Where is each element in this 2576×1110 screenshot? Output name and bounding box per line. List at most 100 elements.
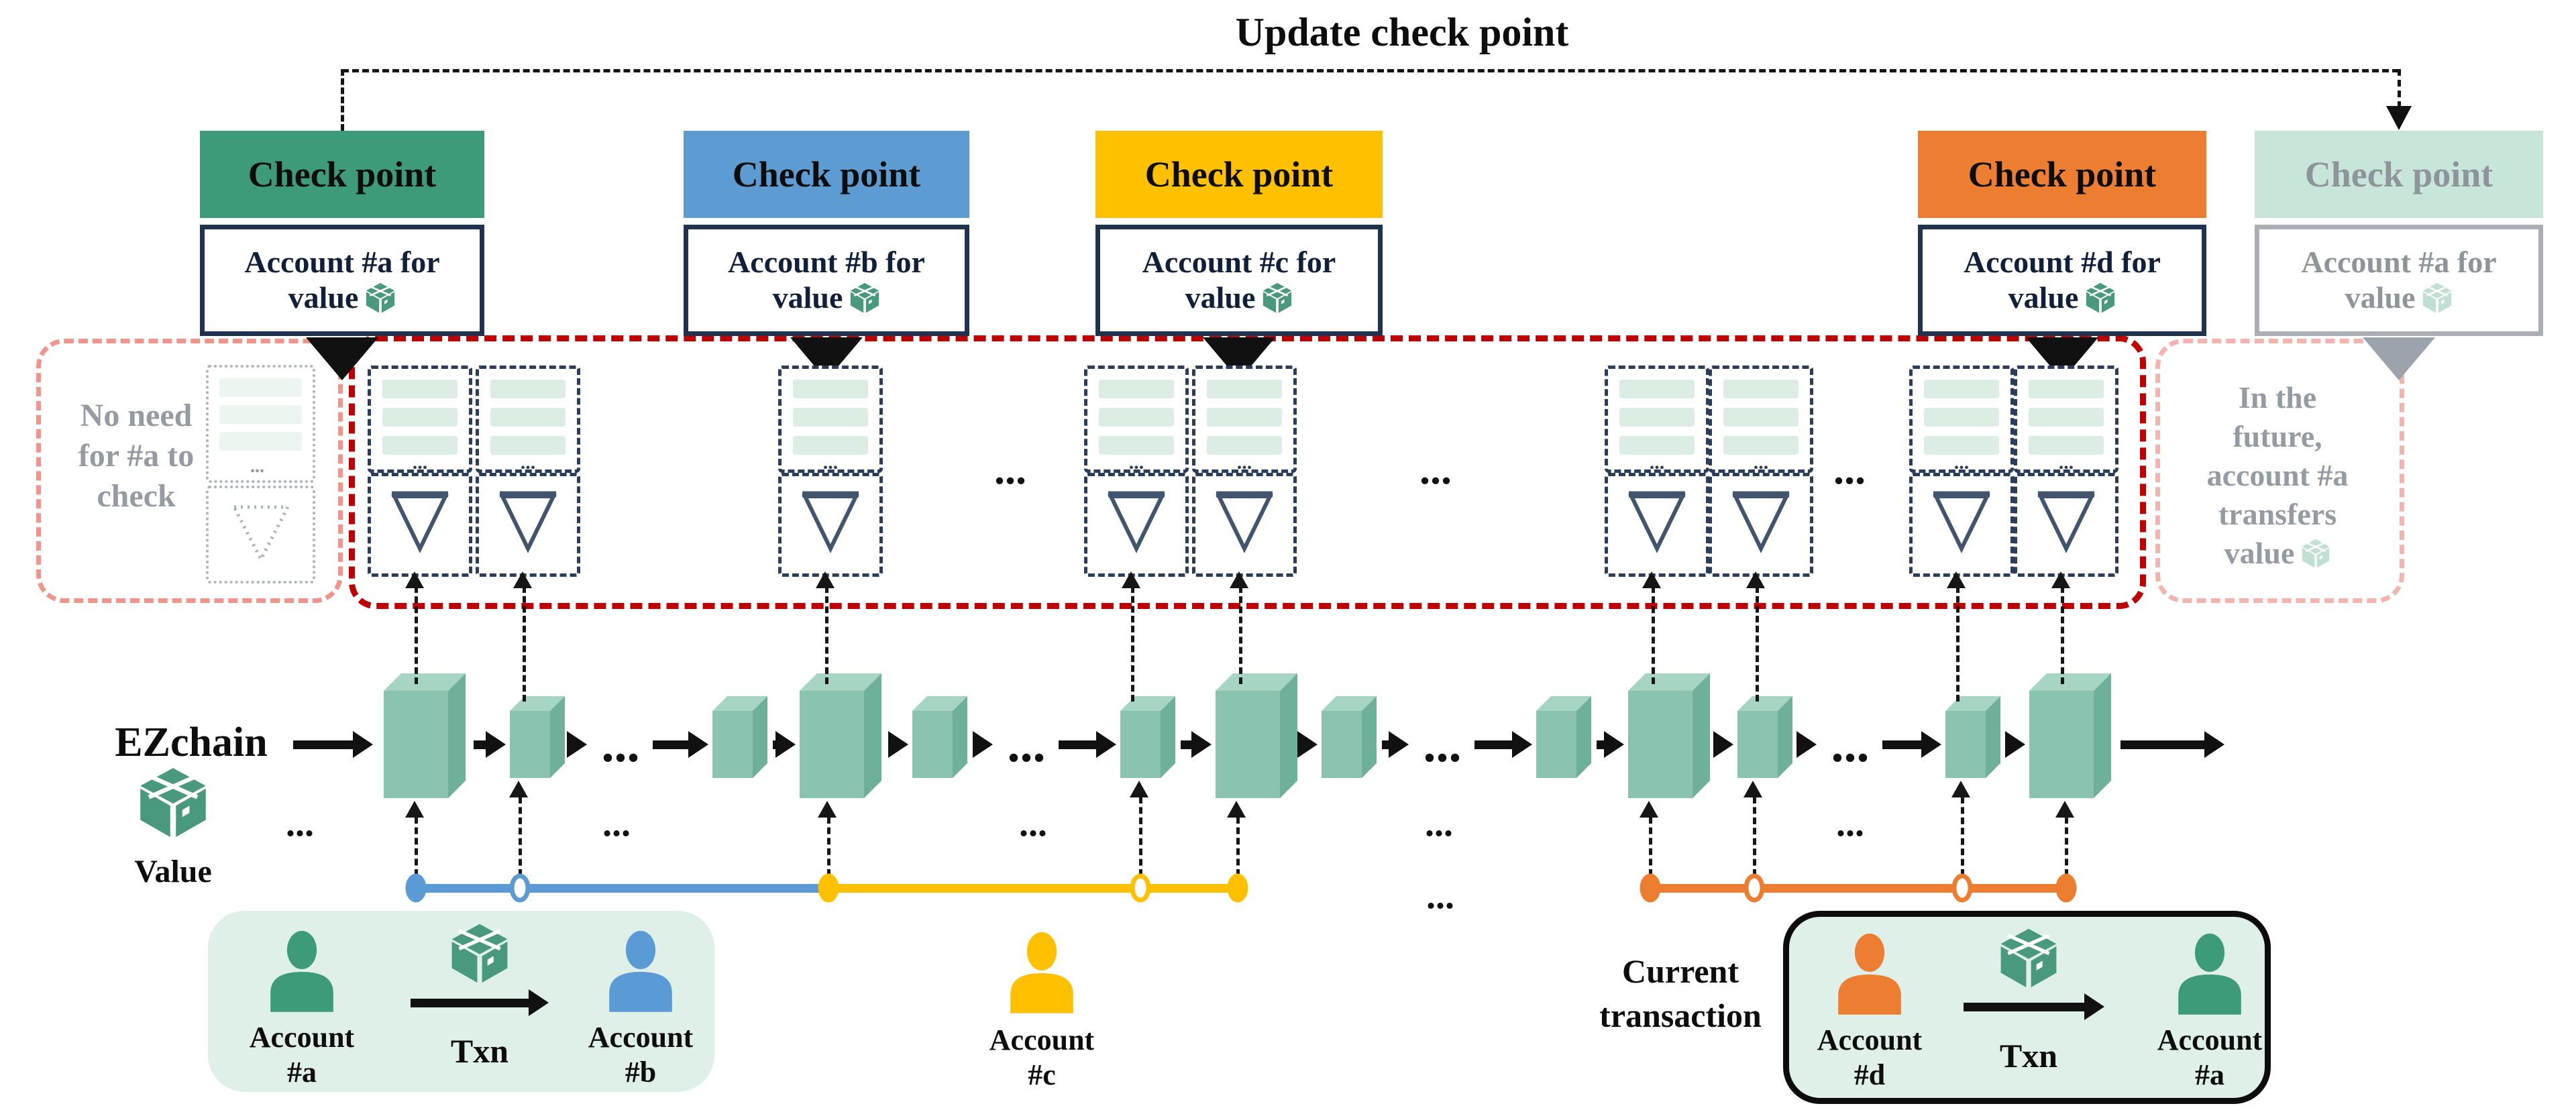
checkpoint-header: Check point [1918,131,2206,218]
faded-merkle-triangle-icon [231,505,291,563]
proof-record-bar [793,380,868,398]
account-line-1: Account #a for [244,245,440,280]
update-checkpoint-arrowhead-icon [2386,106,2412,130]
account-b-label: Account #b [567,1020,714,1090]
merkle-triangle-icon [391,491,449,553]
proof-triangle-box-5 [1192,473,1297,577]
account-label-line: #a [2195,1058,2224,1091]
chain-arrow [1059,740,1096,749]
chain-arrow-head-icon [1297,731,1318,758]
value-cube-icon [2422,282,2453,313]
timeline-dot-filled [818,873,839,903]
proof-record-box-3: ... [778,366,883,473]
note-line-text: value [2224,536,2295,570]
proof-triangle-box-2 [476,473,580,577]
chain-end-arrow-head-icon [2204,731,2224,758]
chain-arrow-head-icon [1512,731,1532,758]
account-line-2: value [2345,280,2453,316]
txn-label: Txn [450,1032,509,1070]
proof-triangle-box-7 [1709,473,1813,577]
checkpoint-header: Check point [200,131,484,218]
txn-arrowhead-icon [529,989,549,1016]
merkle-triangle-icon [2037,491,2095,553]
block-link-arrow [1236,817,1240,876]
proof-record-bar [1099,380,1174,398]
proof-record-bar [382,436,458,455]
block-link-arrowhead-icon [509,781,528,797]
proof-record-box-9: ... [2014,366,2118,473]
chain-block-large-5 [800,673,881,798]
checkpoint-title: Check point [732,154,921,195]
proof-record-bar [1619,436,1695,455]
chain-arrow-head-icon [888,731,908,758]
value-cube-icon [449,920,510,986]
account-label-line: #c [1028,1058,1056,1091]
chain-block-small-16 [1945,696,2000,778]
account-label-line: Account [588,1021,694,1054]
chain-block-large-9 [1216,673,1297,798]
merkle-triangle-icon [1216,491,1273,553]
proof-link-arrowhead-icon [513,571,532,588]
account-label-line: #b [625,1056,657,1089]
value-cube-icon [365,282,396,313]
proof-link-arrowhead-icon [405,571,424,588]
proof-link-arrowhead-icon [1746,571,1765,588]
chain-arrow [1597,740,1604,749]
proof-link-arrowhead-icon [816,571,835,588]
proof-record-bar [1924,380,1999,398]
current-transaction-line: transaction [1599,997,1762,1034]
proof-link-arrowhead-icon [1230,571,1248,588]
account-c-timeline [828,884,1238,893]
note-line: No need [80,398,193,433]
chain-block-small-10 [1322,696,1377,778]
block-link-arrowhead-icon [2055,801,2074,818]
account-c-icon [998,929,1085,1017]
chain-arrow-head-icon [486,731,506,758]
chain-arrow [474,740,486,749]
proof-record-box-7: ... [1709,366,1813,473]
proof-link-arrow [1239,586,1242,684]
transaction-legend-d-to-a: Account #d Txn Account #a [1783,911,2271,1104]
proof-triangle-box-9 [2014,473,2118,577]
account-label-line: Account [1817,1023,1923,1056]
block-link-arrowhead-icon [1951,781,1970,797]
block-link-arrow [827,817,830,876]
note-line: value [2167,534,2388,573]
future-transfer-note-text: In the future, account #a transfers valu… [2167,378,2388,573]
account-label-line: Account [2157,1023,2263,1056]
value-cube-icon [2085,282,2116,313]
account-a-icon [2166,930,2253,1019]
chain-arrow [1181,740,1191,749]
chain-block-small-4 [712,696,767,778]
account-line-1: Account #c for [1142,245,1336,280]
checkpoint-header: Check point [1095,131,1383,218]
value-cube-icon [1998,925,2059,991]
proof-link-arrow [825,586,828,684]
account-label-line: Account [989,1023,1095,1056]
checkpoint-header: Check point [2255,131,2543,218]
account-a-label: Account #a [2136,1023,2284,1093]
txn-label: Txn [1999,1037,2058,1074]
txn-arrowhead-icon [2084,993,2104,1020]
timeline-dot-filled [405,873,427,903]
update-checkpoint-line-left-drop [341,69,344,131]
proof-link-arrow [2061,586,2064,684]
chain-block-small-14 [1737,696,1792,778]
proof-record-bar [1619,408,1695,427]
proof-record-box-2: ... [476,366,580,473]
account-a-label: Account #a [228,1020,376,1090]
account-d-label: Account #d [1796,1023,1943,1093]
proof-record-bar [793,436,868,455]
proof-record-bar [1207,436,1282,455]
current-transaction-label: Current transaction [1573,949,1788,1038]
proof-record-bar [793,408,868,427]
merkle-triangle-icon [1108,491,1165,553]
block-link-arrowhead-icon [1640,801,1658,818]
proof-triangle-box-1 [368,473,472,577]
